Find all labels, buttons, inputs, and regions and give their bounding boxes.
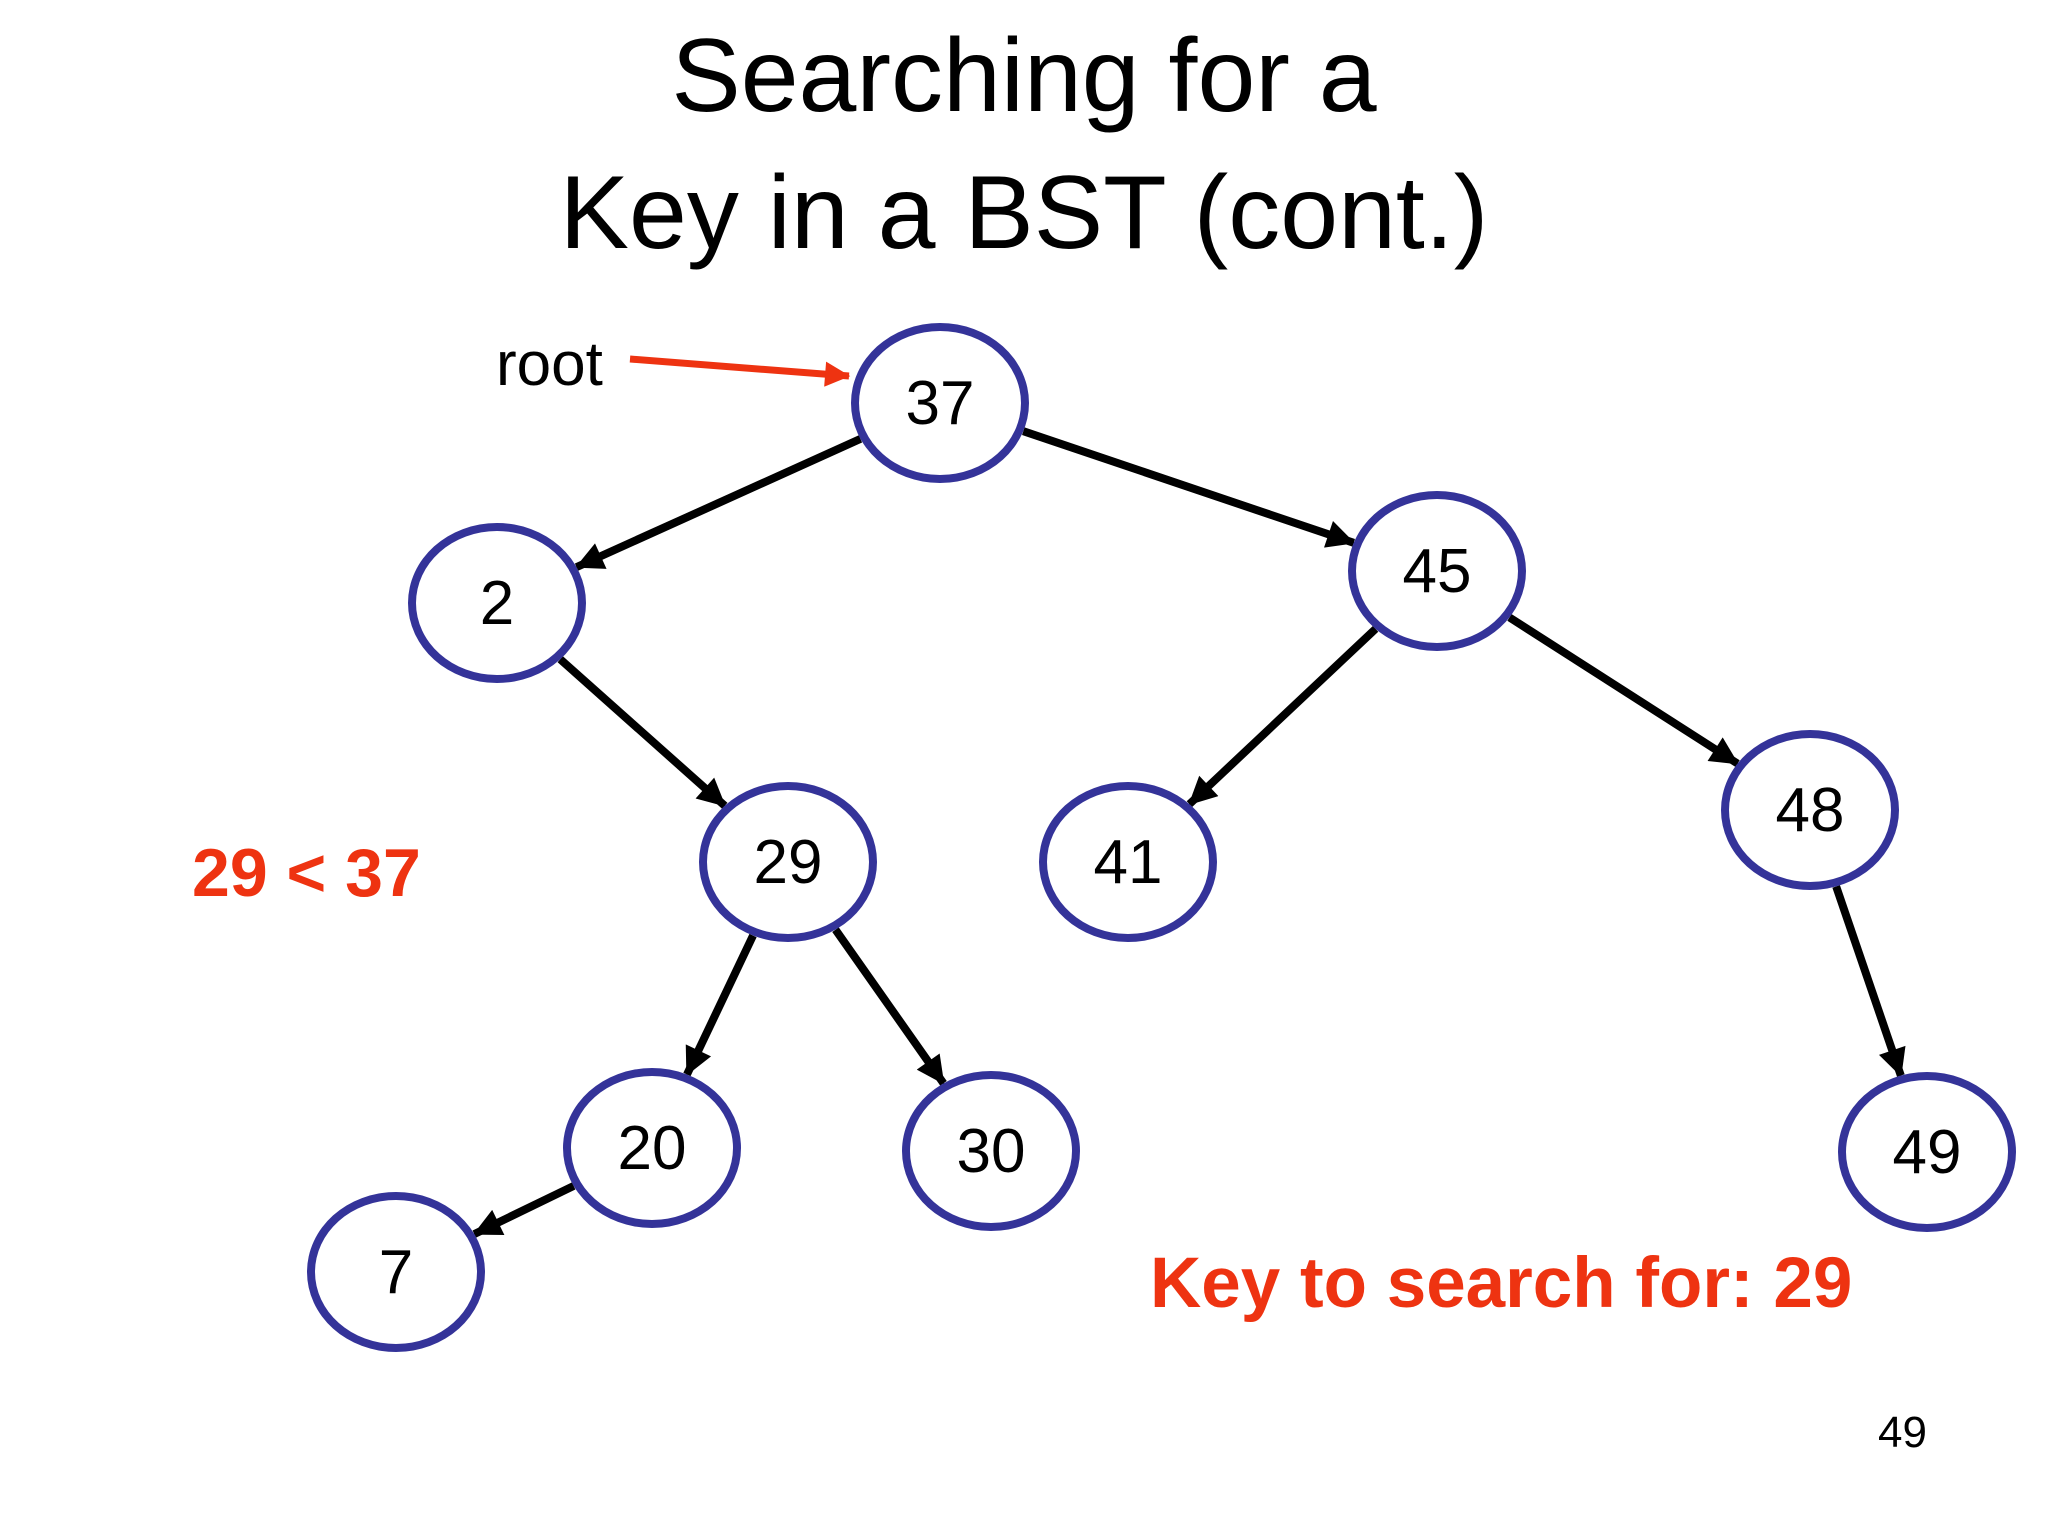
edge-37-2	[574, 435, 863, 571]
tree-node-49: 49	[1838, 1072, 2016, 1232]
node-value: 7	[378, 1237, 414, 1307]
key-search-annotation: Key to search for: 29	[1150, 1244, 1853, 1323]
slide-title: Searching for a Key in a BST (cont.)	[0, 8, 2048, 283]
tree-node-37: 37	[851, 323, 1029, 483]
tree-node-30: 30	[902, 1071, 1080, 1231]
node-value: 20	[617, 1113, 687, 1183]
tree-node-45: 45	[1348, 491, 1526, 651]
title-line-1: Searching for a	[671, 18, 1377, 134]
tree-node-29: 29	[699, 782, 877, 942]
node-value: 48	[1775, 775, 1845, 845]
tree-node-41: 41	[1039, 782, 1217, 942]
tree-node-20: 20	[563, 1068, 741, 1228]
edge-29-30	[832, 927, 947, 1086]
root-label: root	[496, 330, 603, 399]
tree-node-2: 2	[408, 523, 586, 683]
node-value: 49	[1892, 1117, 1962, 1187]
comparison-annotation: 29 < 37	[192, 835, 421, 911]
edge-2-29	[557, 656, 728, 809]
tree-edges	[472, 355, 1906, 1238]
tree-node-7: 7	[307, 1192, 485, 1352]
edge-37-45	[1022, 427, 1356, 548]
root-arrow	[629, 355, 851, 387]
edge-45-41	[1186, 625, 1379, 808]
node-value: 37	[905, 368, 975, 438]
tree-node-48: 48	[1721, 730, 1899, 890]
edge-45-48	[1507, 614, 1740, 767]
edge-48-49	[1832, 885, 1906, 1077]
title-line-2: Key in a BST (cont.)	[559, 155, 1489, 272]
edge-20-7	[472, 1182, 576, 1238]
edge-29-20	[683, 933, 757, 1077]
node-value: 45	[1402, 536, 1472, 606]
node-value: 29	[753, 827, 823, 897]
node-value: 30	[956, 1116, 1026, 1186]
node-value: 2	[479, 568, 515, 638]
page-number: 49	[1878, 1408, 1927, 1457]
node-value: 41	[1093, 827, 1163, 897]
